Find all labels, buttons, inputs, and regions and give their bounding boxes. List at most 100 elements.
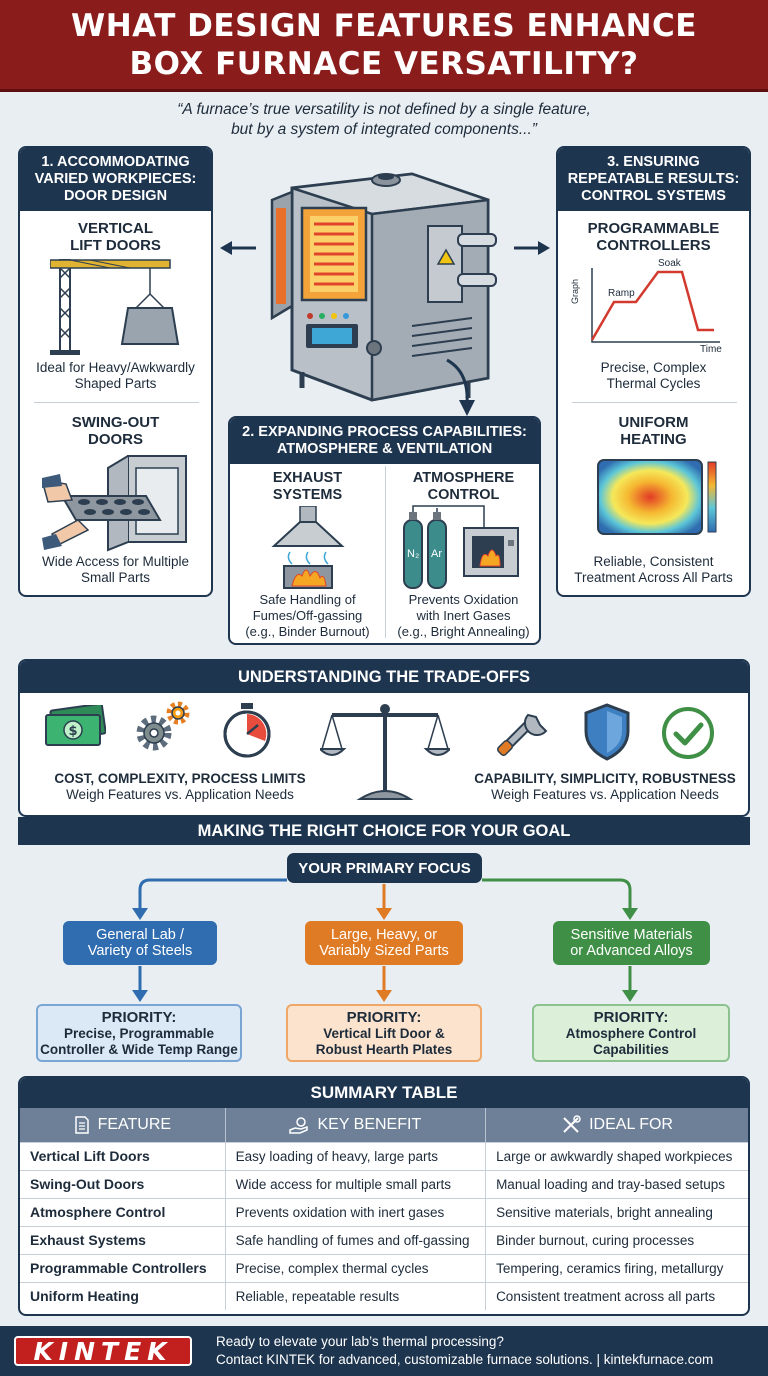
caption-line: (e.g., Binder Burnout): [245, 624, 370, 639]
title-line: VERTICAL: [78, 220, 153, 237]
title-line: LIFT DOORS: [70, 237, 161, 254]
table-header-row: FEATURE KEY BENEFIT IDEAL FOR: [20, 1108, 748, 1142]
header-label: KEY BENEFIT: [317, 1115, 422, 1133]
intro-quote: “A furnace’s true versatility is not def…: [0, 100, 768, 140]
ideal-for-column-header: IDEAL FOR: [485, 1108, 748, 1142]
graph-x-label: Time: [700, 344, 722, 355]
title-line: 1. ACCOMMODATING: [41, 154, 190, 170]
priority-label: PRIORITY:: [101, 1008, 177, 1026]
priority-line: Capabilities: [593, 1041, 669, 1057]
table-cell-feature: Uniform Heating: [20, 1281, 226, 1310]
divider: [34, 402, 199, 403]
title-line: VARIED WORKPIECES:: [34, 171, 197, 187]
programmable-caption: Precise, Complex Thermal Cycles: [558, 360, 749, 392]
priority-line: Precise, Programmable: [63, 1025, 215, 1041]
summary-table-grid: FEATURE KEY BENEFIT IDEAL FOR Vertical L…: [20, 1108, 748, 1310]
title-line: SWING-OUT: [71, 414, 160, 431]
table-row: Exhaust Systems Safe handling of fumes a…: [20, 1225, 748, 1254]
goal-line: Variably Sized Parts: [319, 943, 449, 959]
tradeoffs-left: COST, COMPLEXITY, PROCESS LIMITS Weigh F…: [30, 771, 330, 803]
priority-line: Vertical Lift Door &: [323, 1025, 445, 1041]
vertical-lift-caption: Ideal for Heavy/Awkwardly Shaped Parts: [20, 360, 211, 392]
document-icon: [74, 1115, 90, 1134]
table-cell-ideal: Sensitive materials, bright annealing: [485, 1197, 748, 1226]
exhaust-caption: Safe Handling of Fumes/Off-gassing (e.g.…: [230, 592, 385, 640]
title-line: ATMOSPHERE: [412, 470, 515, 486]
tradeoffs-panel: UNDERSTANDING THE TRADE-OFFS $: [18, 659, 750, 817]
footer-line-2[interactable]: Contact KINTEK for advanced, customizabl…: [216, 1352, 714, 1367]
goal-line: or Advanced Alloys: [570, 943, 693, 959]
tradeoffs-right-caption: Weigh Features vs. Application Needs: [491, 787, 719, 802]
title-line: SYSTEMS: [272, 487, 343, 503]
table-row: Programmable Controllers Precise, comple…: [20, 1253, 748, 1282]
priority-label: PRIORITY:: [593, 1008, 669, 1026]
gas-tanks-icon: N₂ Ar: [400, 504, 530, 590]
title-line: UNIFORM: [618, 414, 689, 431]
priority-line: Atmosphere Control: [565, 1025, 697, 1041]
thermal-cycle-graph: Graph Ramp Soak Time: [570, 258, 740, 358]
title-line: CONTROL: [427, 487, 500, 503]
caption-line: Safe Handling of: [259, 592, 356, 607]
n2-tank-label: N₂: [407, 548, 420, 560]
table-cell-ideal: Large or awkwardly shaped workpieces: [485, 1141, 748, 1170]
priority-large-parts: PRIORITY: Vertical Lift Door & Robust He…: [286, 1004, 482, 1062]
title-line: EXHAUST: [272, 470, 343, 486]
wrench-icon: [496, 705, 556, 757]
heat-map-icon: [596, 456, 720, 538]
arrow-down-icon: [445, 358, 481, 416]
shield-icon: [582, 703, 632, 761]
table-row: Swing-Out Doors Wide access for multiple…: [20, 1169, 748, 1198]
tradeoffs-left-caption: Weigh Features vs. Application Needs: [66, 787, 294, 802]
swing-out-caption: Wide Access for Multiple Small Parts: [20, 554, 211, 586]
table-cell-feature: Vertical Lift Doors: [20, 1141, 226, 1170]
box-furnace-illustration: [262, 156, 512, 416]
title-line: REPEATABLE RESULTS:: [567, 171, 740, 187]
table-cell-ideal: Tempering, ceramics firing, metallurgy: [485, 1253, 748, 1282]
kintek-logo[interactable]: KINTEK: [14, 1336, 192, 1366]
tradeoffs-right-title: CAPABILITY, SIMPLICITY, ROBUSTNESS: [474, 771, 736, 786]
caption-line: Treatment Across All Parts: [574, 570, 733, 585]
table-cell-feature: Programmable Controllers: [20, 1253, 226, 1282]
decision-tree-connectors: [0, 840, 768, 1010]
goal-line: General Lab /: [96, 927, 184, 943]
swing-out-title: SWING-OUT DOORS: [20, 414, 211, 448]
footer: KINTEK Ready to elevate your lab’s therm…: [0, 1326, 768, 1376]
priority-line: Robust Hearth Plates: [315, 1041, 453, 1057]
section-atmosphere-ventilation-title: 2. EXPANDING PROCESS CAPABILITIES: ATMOS…: [230, 418, 539, 464]
table-cell-ideal: Manual loading and tray-based setups: [485, 1169, 748, 1198]
caption-line: Ideal for Heavy/Awkwardly: [36, 360, 195, 375]
caption-line: Wide Access for Multiple: [41, 554, 190, 569]
section-door-design: 1. ACCOMMODATING VARIED WORKPIECES: DOOR…: [18, 146, 213, 597]
graph-y-label: Graph: [570, 278, 580, 304]
table-cell-feature: Exhaust Systems: [20, 1225, 226, 1254]
table-cell-benefit: Wide access for multiple small parts: [225, 1169, 487, 1198]
table-cell-feature: Swing-Out Doors: [20, 1169, 226, 1198]
caption-line: Small Parts: [80, 570, 151, 585]
title-line: CONTROLLERS: [596, 237, 711, 254]
page-title-line-1: WHAT DESIGN FEATURES ENHANCE: [71, 7, 697, 44]
section-atmosphere-ventilation: 2. EXPANDING PROCESS CAPABILITIES: ATMOS…: [228, 416, 541, 645]
table-cell-benefit: Precise, complex thermal cycles: [225, 1253, 487, 1282]
caption-line: Shaped Parts: [74, 376, 157, 391]
goal-line: Variety of Steels: [87, 943, 193, 959]
summary-table-title: SUMMARY TABLE: [20, 1078, 748, 1108]
goal-line: Large, Heavy, or: [330, 927, 438, 943]
table-row: Uniform Heating Reliable, repeatable res…: [20, 1281, 748, 1310]
title-line: DOOR DESIGN: [63, 188, 168, 204]
table-cell-benefit: Easy loading of heavy, large parts: [225, 1141, 487, 1170]
goal-sensitive-materials: Sensitive Materials or Advanced Alloys: [553, 921, 710, 965]
balance-scale-icon: [320, 699, 450, 803]
benefit-column-header: KEY BENEFIT: [225, 1108, 487, 1142]
table-cell-ideal: Binder burnout, curing processes: [485, 1225, 748, 1254]
table-row: Vertical Lift Doors Easy loading of heav…: [20, 1141, 748, 1170]
caption-line: Precise, Complex: [600, 360, 707, 375]
uniform-heating-title: UNIFORM HEATING: [558, 414, 749, 448]
atmosphere-control-title: ATMOSPHERE CONTROL: [386, 470, 539, 504]
section-control-systems: 3. ENSURING REPEATABLE RESULTS: CONTROL …: [556, 146, 751, 597]
graph-ramp-label: Ramp: [608, 288, 635, 299]
ar-tank-label: Ar: [431, 548, 442, 560]
programmable-controllers-title: PROGRAMMABLE CONTROLLERS: [558, 220, 749, 254]
stopwatch-icon: [220, 701, 274, 759]
uniform-heating-caption: Reliable, Consistent Treatment Across Al…: [558, 554, 749, 586]
goal-line: Sensitive Materials: [570, 927, 693, 943]
